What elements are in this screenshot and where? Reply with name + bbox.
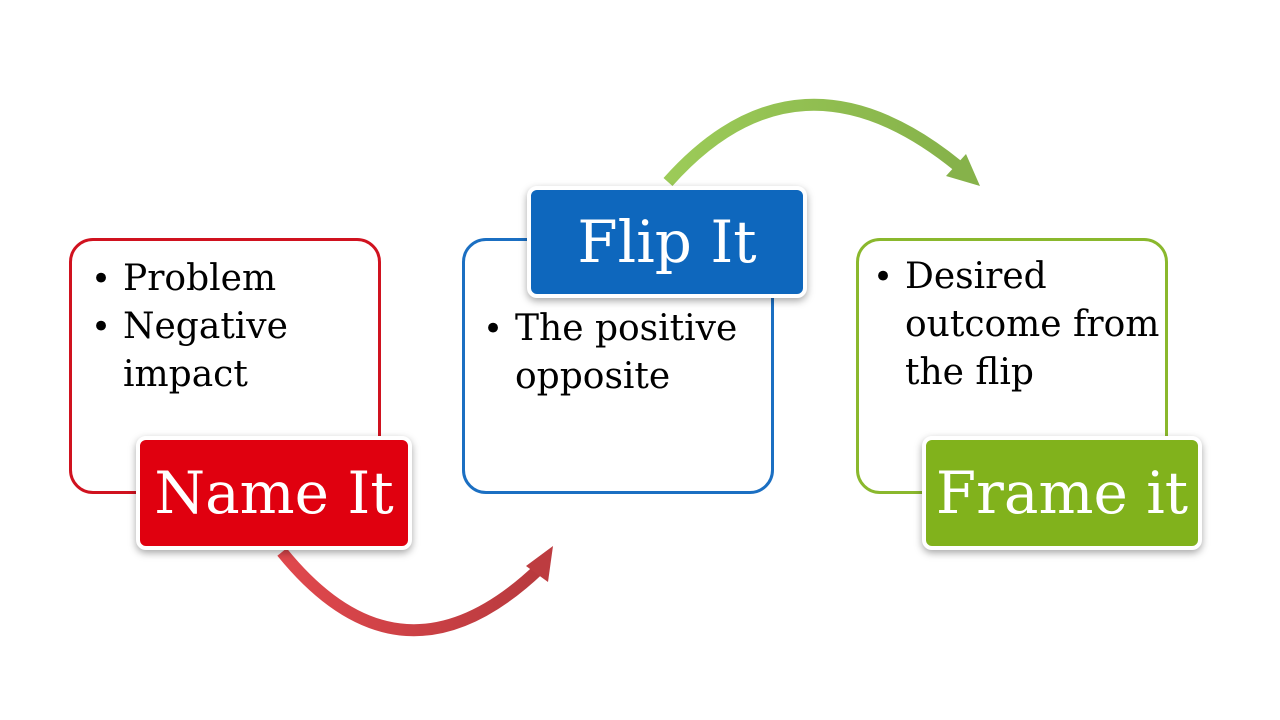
flip-it-bullets: The positive opposite [477, 305, 767, 401]
bullet-item: The positive opposite [477, 305, 767, 401]
bullet-item: Desired outcome from the flip [867, 253, 1167, 397]
arrow-name-to-flip [277, 546, 553, 637]
bullet-item: Negative impact [85, 303, 375, 399]
name-it-label: Name It [136, 436, 412, 550]
bullet-item: Problem [85, 255, 375, 303]
name-it-bullets: Problem Negative impact [85, 255, 375, 399]
frame-it-bullets: Desired outcome from the flip [867, 253, 1167, 397]
frame-it-box: Desired outcome from the flip [856, 238, 1168, 494]
name-it-box: Problem Negative impact [69, 238, 381, 494]
frame-it-label: Frame it [922, 436, 1202, 550]
arrow-flip-to-frame [663, 98, 980, 186]
flip-it-label: Flip It [527, 186, 807, 298]
